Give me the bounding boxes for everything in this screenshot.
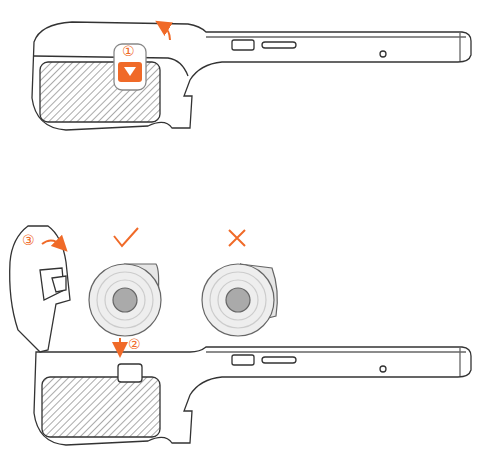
- lid-latch: [52, 276, 66, 292]
- callout-number: ②: [128, 337, 141, 351]
- check-mark: [114, 228, 138, 246]
- roll-ring: [210, 272, 266, 328]
- roll-core: [113, 288, 137, 312]
- open-arrow: [162, 25, 170, 40]
- button-bezel: [114, 44, 146, 90]
- paper-roll-wrong: [202, 264, 277, 336]
- roll-ring: [218, 280, 258, 320]
- side-hole: [380, 366, 386, 372]
- handle-edge: [206, 351, 466, 352]
- terminal-closed: [32, 22, 471, 130]
- side-slot: [262, 42, 296, 48]
- roll-core: [226, 288, 250, 312]
- speaker-grille: [40, 62, 160, 122]
- close-arrow: [42, 240, 62, 246]
- open-lid: [10, 226, 70, 352]
- paper-compartment: [118, 364, 142, 382]
- handle-tip: [459, 33, 460, 61]
- side-hole: [380, 51, 386, 57]
- button-triangle: [124, 67, 136, 76]
- callout-number: ①: [122, 44, 135, 58]
- release-button: [118, 62, 142, 82]
- side-slot: [262, 357, 296, 363]
- terminal-body: [34, 347, 471, 445]
- roll-ring: [105, 280, 145, 320]
- terminal-body: [32, 22, 471, 130]
- roll-outer: [89, 264, 161, 336]
- roll-outer: [202, 264, 274, 336]
- cross-mark: [229, 230, 245, 246]
- handle-edge: [206, 36, 466, 37]
- callout-number: ③: [22, 233, 35, 247]
- roll-ring: [97, 272, 153, 328]
- speaker-grille: [42, 377, 160, 437]
- insert-arrow: [119, 338, 121, 350]
- side-key: [232, 40, 254, 50]
- terminal-open: [10, 226, 471, 445]
- paper-roll-correct: [89, 264, 161, 336]
- side-key: [232, 355, 254, 365]
- handle-tip: [459, 348, 460, 376]
